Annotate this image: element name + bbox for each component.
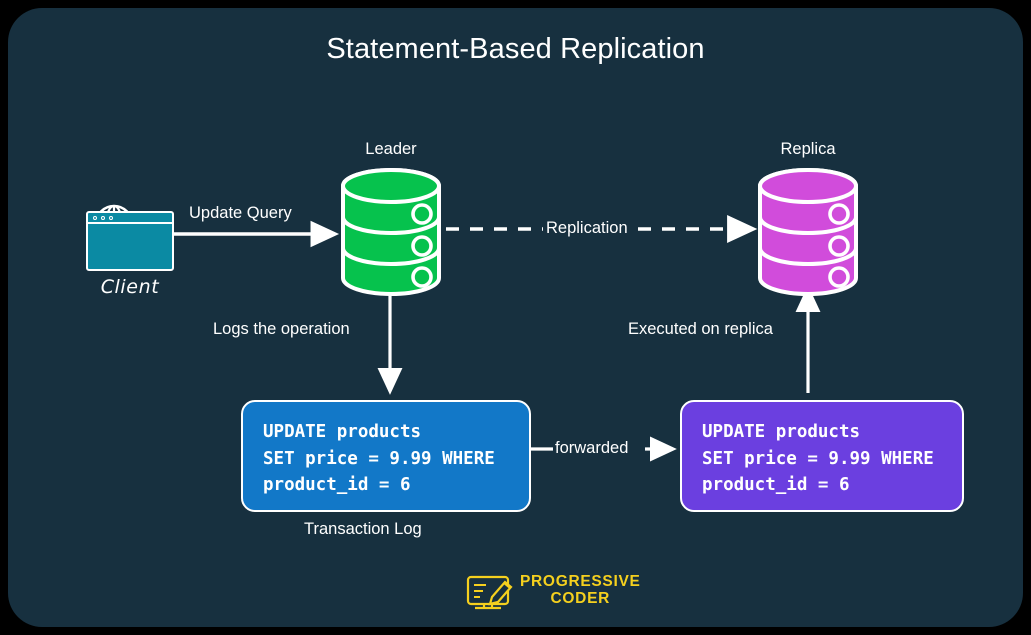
edge-label-executed-on-replica: Executed on replica bbox=[628, 320, 773, 338]
page-title: Statement-Based Replication bbox=[326, 33, 705, 65]
leader-label: Leader bbox=[365, 140, 417, 158]
browser-titlebar bbox=[88, 213, 172, 224]
diagram-graphics-layer bbox=[94, 168, 858, 610]
edge-label-update-query: Update Query bbox=[189, 204, 292, 222]
browser-window-frame bbox=[86, 211, 174, 271]
client-browser-icon bbox=[86, 211, 174, 271]
logo-line-2: CODER bbox=[550, 590, 611, 607]
edge-label-logs-the-operation: Logs the operation bbox=[213, 320, 350, 338]
logo-line-1: PROGRESSIVE bbox=[520, 572, 641, 590]
browser-dot-1 bbox=[93, 216, 97, 220]
transaction-log-sql-box: UPDATE products SET price = 9.99 WHERE p… bbox=[241, 400, 531, 512]
browser-dot-2 bbox=[101, 216, 105, 220]
client-label: Client bbox=[100, 276, 160, 298]
replica-label: Replica bbox=[780, 140, 836, 158]
diagram-panel: Statement-Based Replication bbox=[8, 8, 1023, 627]
logo-icon-spacer bbox=[463, 571, 511, 609]
progressive-coder-logo: PROGRESSIVE CODER bbox=[463, 571, 641, 609]
browser-dot-3 bbox=[109, 216, 113, 220]
leader-database-icon bbox=[341, 168, 441, 296]
replica-database-icon bbox=[758, 168, 858, 296]
replica-statement-sql-box: UPDATE products SET price = 9.99 WHERE p… bbox=[680, 400, 964, 512]
transaction-log-caption: Transaction Log bbox=[304, 520, 422, 538]
edge-label-forwarded: forwarded bbox=[555, 439, 629, 457]
logo-text: PROGRESSIVE CODER bbox=[520, 573, 641, 607]
monitor-pencil-icon bbox=[466, 575, 513, 610]
edge-label-replication: Replication bbox=[546, 219, 628, 237]
